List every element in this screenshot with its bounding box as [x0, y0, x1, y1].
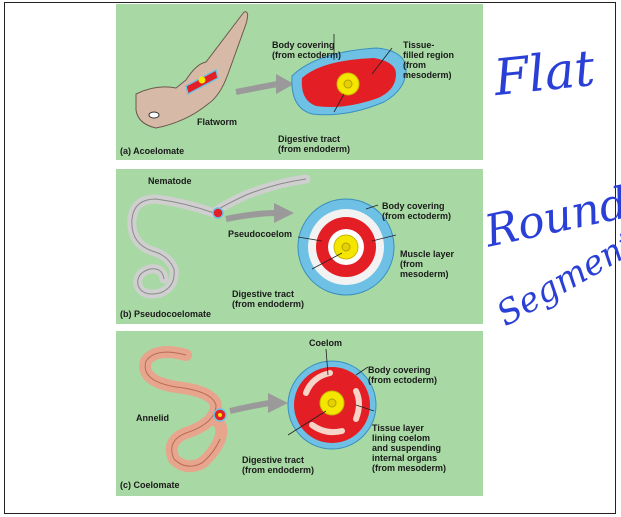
handwritten-flat: Flat	[491, 39, 597, 107]
flatworm-label: Flatworm	[197, 117, 237, 127]
flatworm-gut	[199, 77, 206, 84]
pseudocoelom-label: Pseudocoelom	[228, 229, 292, 239]
arrow-icon	[274, 203, 294, 223]
caption-acoelomate: (a) Acoelomate	[120, 146, 184, 156]
nematode-label: Nematode	[148, 176, 192, 186]
panel-acoelomate: Flatworm Body covering(from ectoderm) Ti…	[116, 4, 483, 160]
nematode-section	[213, 208, 223, 218]
flatworm-eye	[149, 112, 159, 118]
digestive-tract-label: Digestive tract(from endoderm)	[232, 269, 304, 329]
panel-coelomate: Coelom Body covering(from ectoderm) Tiss…	[116, 331, 483, 496]
annelid-body	[145, 352, 221, 466]
annelid-label: Annelid	[136, 413, 169, 423]
digestive-tract-label: Digestive tract(from endoderm)	[242, 435, 314, 495]
panel-pseudocoelomate: Nematode Body covering(from ectoderm) Ps…	[116, 169, 483, 324]
arrow-icon	[268, 393, 288, 413]
digestive-tract-label: Digestive tract(from endoderm)	[278, 114, 350, 174]
body-covering-label: Body covering(from ectoderm)	[368, 345, 437, 405]
coelom-label: Coelom	[309, 338, 342, 348]
caption-coelomate: (c) Coelomate	[120, 480, 180, 490]
body-covering-label: Body covering(from ectoderm)	[272, 20, 341, 80]
caption-pseudocoelomate: (b) Pseudocoelomate	[120, 309, 211, 319]
flatworm-body	[136, 12, 248, 128]
